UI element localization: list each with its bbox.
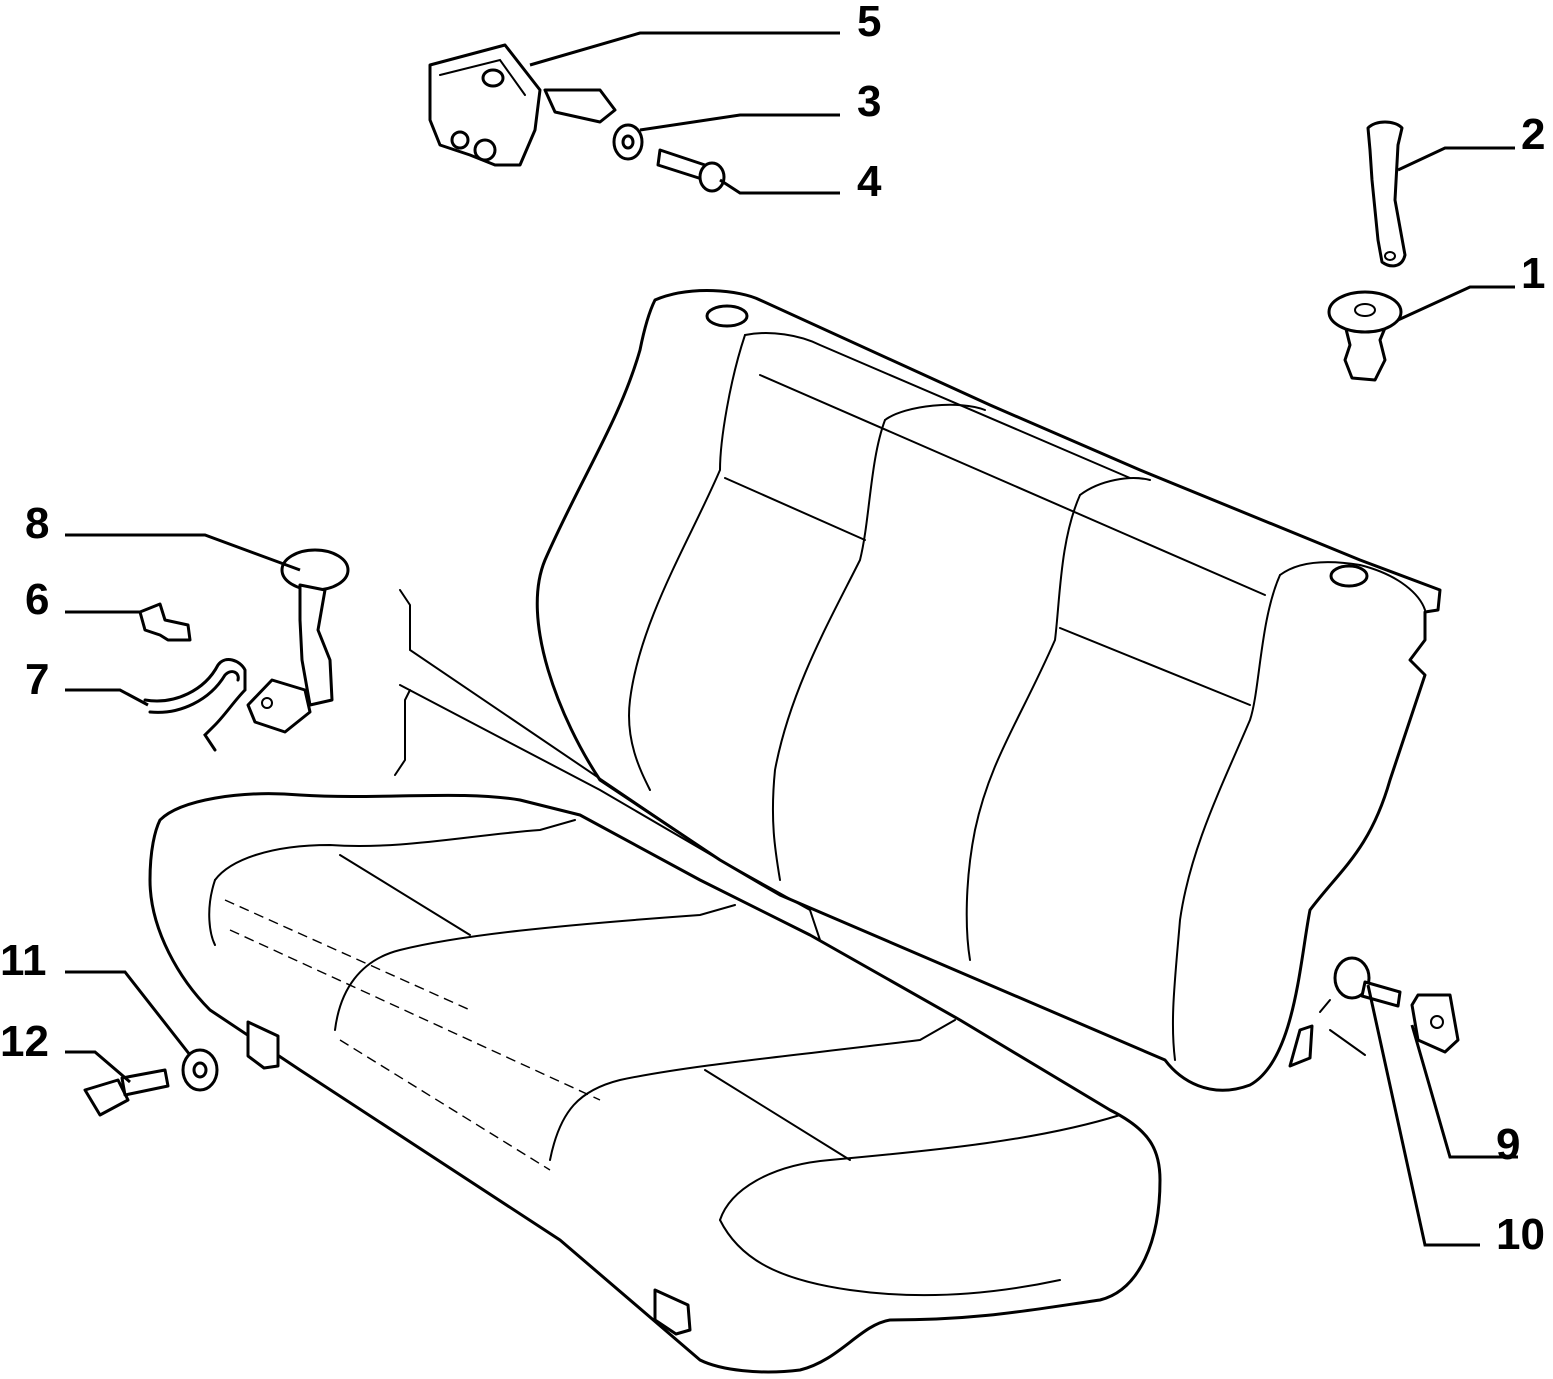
floor-strip (394, 589, 821, 941)
pin-part-6 (138, 602, 192, 642)
leader-lines (65, 31, 1518, 1247)
seat-backrest (535, 289, 1442, 1092)
bolt-part-12 (83, 1068, 170, 1117)
callout-6: 6 (25, 575, 49, 624)
support-bracket-part-8 (246, 548, 350, 734)
release-lever-part-2 (1366, 120, 1407, 268)
callout-2: 2 (1521, 110, 1545, 159)
washer-part-3 (612, 123, 644, 161)
seat-cushion (148, 792, 1162, 1374)
callout-7: 7 (25, 655, 49, 704)
callout-10: 10 (1496, 1210, 1545, 1259)
callout-5: 5 (857, 0, 881, 46)
callout-12: 12 (0, 1017, 49, 1066)
bolt-part-4 (656, 148, 726, 193)
wire-clip-part-7 (143, 658, 247, 752)
callout-8: 8 (25, 499, 49, 548)
latch-hinge-assembly (428, 43, 617, 167)
callout-3: 3 (857, 77, 881, 126)
callout-labels: 1 2 3 4 5 6 7 8 9 10 11 12 (0, 0, 1545, 1259)
callout-1: 1 (1521, 249, 1545, 298)
callout-9: 9 (1496, 1120, 1520, 1169)
bushing-part-1 (1327, 290, 1403, 382)
mounting-plate-part-9 (1410, 993, 1460, 1054)
bolt-part-10 (1319, 956, 1402, 1056)
washer-part-11 (181, 1048, 219, 1092)
callout-4: 4 (857, 157, 882, 206)
callout-11: 11 (0, 936, 47, 985)
